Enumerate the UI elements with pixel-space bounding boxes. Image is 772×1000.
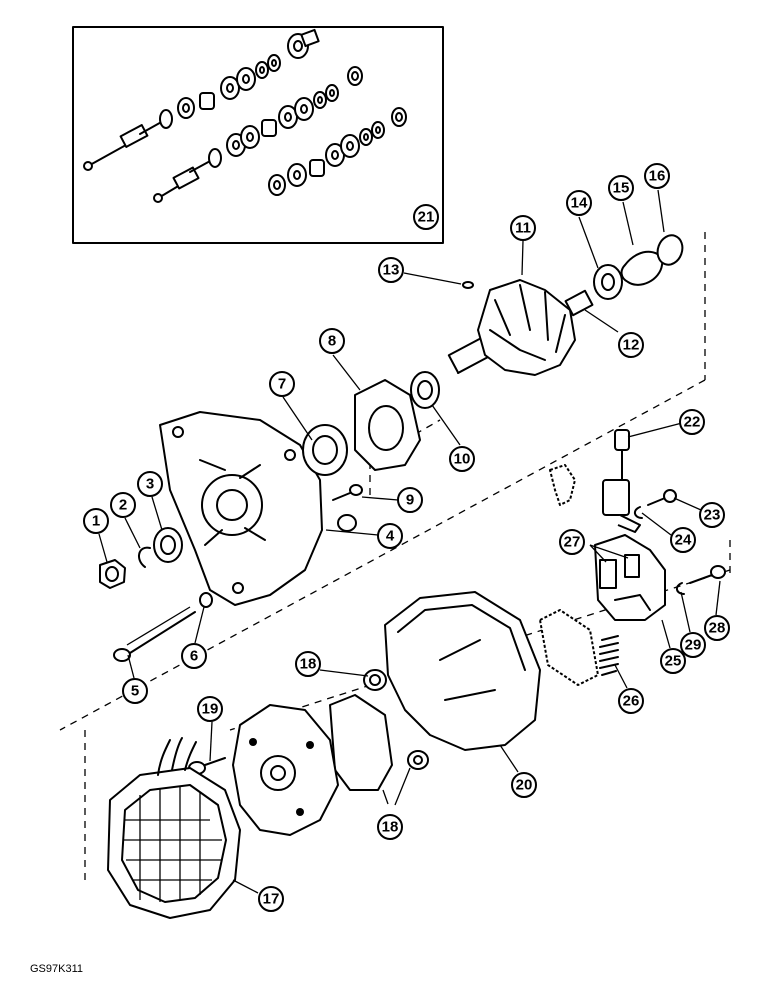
- callout-23: 23: [699, 502, 725, 528]
- callout-25-label: 25: [665, 653, 682, 670]
- bearing-ring: [620, 250, 664, 286]
- callout-15-label: 15: [613, 180, 630, 197]
- callout-19-label: 19: [202, 701, 219, 718]
- terminal-plug: [549, 464, 576, 506]
- callout-17: 17: [258, 886, 284, 912]
- callout-7-label: 7: [278, 376, 286, 393]
- nut: [337, 514, 357, 532]
- spacer: [153, 527, 183, 563]
- callout-12: 12: [618, 332, 644, 358]
- callout-1: 1: [83, 508, 109, 534]
- terminal-screw: [647, 489, 677, 506]
- regulator-gasket: [539, 609, 599, 686]
- grommet-upper: [363, 669, 387, 691]
- callout-20-label: 20: [516, 777, 533, 794]
- callout-6-label: 6: [190, 648, 198, 665]
- screw: [332, 484, 363, 501]
- callout-1-label: 1: [92, 513, 100, 530]
- callout-12-label: 12: [623, 337, 640, 354]
- rear-bearing: [593, 264, 623, 300]
- circlip: [138, 546, 151, 568]
- callout-16: 16: [644, 163, 670, 189]
- callout-19: 19: [197, 696, 223, 722]
- callout-28: 28: [704, 615, 730, 641]
- callout-15: 15: [608, 175, 634, 201]
- callout-17-label: 17: [263, 891, 280, 908]
- callout-22: 22: [679, 409, 705, 435]
- callout-21: 21: [413, 204, 439, 230]
- callout-4: 4: [377, 523, 403, 549]
- callout-11: 11: [510, 215, 536, 241]
- o-ring: [656, 234, 684, 266]
- washer: [199, 592, 213, 608]
- rear-housing: [384, 591, 541, 751]
- callout-27: 27: [559, 529, 585, 555]
- callout-8: 8: [319, 328, 345, 354]
- callout-13: 13: [378, 257, 404, 283]
- rectifier-plate: [232, 704, 339, 836]
- callout-18-upper-label: 18: [300, 656, 317, 673]
- leader-lines: [98, 189, 721, 894]
- voltage-regulator: [594, 534, 666, 621]
- diagram-code: GS97K311: [30, 963, 83, 975]
- regulator-screw: [689, 565, 726, 584]
- callout-22-label: 22: [684, 414, 701, 431]
- callout-10-label: 10: [454, 451, 471, 468]
- callout-27-label: 27: [564, 534, 581, 551]
- callout-14-label: 14: [571, 195, 588, 212]
- callout-21-label: 21: [418, 209, 435, 226]
- callout-29-label: 29: [685, 637, 702, 654]
- callout-23-label: 23: [704, 507, 721, 524]
- bearing-retainer-plate: [354, 379, 421, 471]
- drive-end-housing: [159, 411, 323, 606]
- callout-4-label: 4: [386, 528, 395, 545]
- callout-29: 29: [680, 632, 706, 658]
- callout-13-label: 13: [383, 262, 400, 279]
- callout-6: 6: [181, 643, 207, 669]
- callout-18-upper: 18: [295, 651, 321, 677]
- regulator-washer: [676, 582, 685, 595]
- callout-3-label: 3: [146, 476, 154, 493]
- callout-18-lower: 18: [377, 814, 403, 840]
- callout-3: 3: [137, 471, 163, 497]
- callout-2: 2: [110, 492, 136, 518]
- inset-kit-panel: [72, 26, 444, 244]
- rotor: [447, 279, 594, 376]
- callout-7: 7: [269, 371, 295, 397]
- callout-18-lower-label: 18: [382, 819, 399, 836]
- callout-11-label: 11: [515, 220, 531, 237]
- seal: [410, 371, 440, 409]
- through-bolt: [113, 606, 196, 662]
- terminal-lead: [602, 429, 641, 533]
- cover-gasket: [329, 694, 393, 791]
- callout-9: 9: [397, 487, 423, 513]
- callout-25: 25: [660, 648, 686, 674]
- callout-28-label: 28: [709, 620, 726, 637]
- callout-24-label: 24: [675, 532, 692, 549]
- callout-24: 24: [670, 527, 696, 553]
- callout-10: 10: [449, 446, 475, 472]
- callout-9-label: 9: [406, 492, 414, 509]
- terminal-washer: [634, 506, 643, 519]
- brush-spring: [599, 635, 619, 676]
- callout-26-label: 26: [623, 693, 640, 710]
- grommet-lower: [407, 750, 429, 770]
- callout-14: 14: [566, 190, 592, 216]
- callout-8-label: 8: [328, 333, 336, 350]
- pulley-nut: [99, 559, 126, 589]
- callout-20: 20: [511, 772, 537, 798]
- callout-16-label: 16: [649, 168, 666, 185]
- woodruff-key: [462, 281, 474, 289]
- callout-26: 26: [618, 688, 644, 714]
- callout-2-label: 2: [119, 497, 127, 514]
- callout-5: 5: [122, 678, 148, 704]
- front-bearing: [302, 424, 348, 476]
- callout-5-label: 5: [131, 683, 139, 700]
- stator: [107, 737, 241, 919]
